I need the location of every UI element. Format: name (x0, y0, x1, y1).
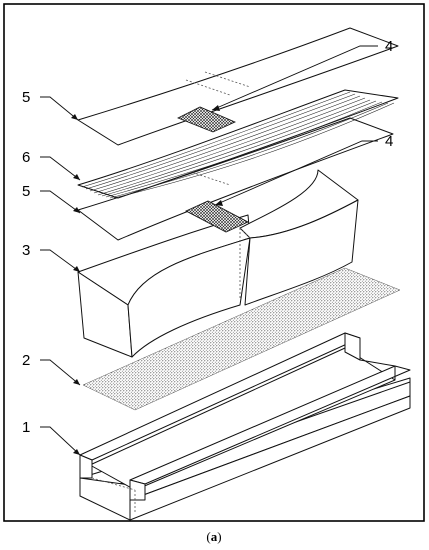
label-part-3: 3 (22, 242, 30, 259)
base-layer (82, 267, 401, 411)
label-part-1: 1 (22, 419, 30, 436)
block-left (77, 214, 251, 358)
mesh-patch-upper (177, 106, 236, 133)
label-part-5-upper: 5 (22, 89, 30, 106)
label-part-2: 2 (22, 352, 30, 369)
label-part-5-lower: 5 (22, 183, 30, 200)
label-part-4-lower: 4 (385, 133, 393, 150)
fiber-layer (77, 89, 399, 199)
mesh-patch-lower (185, 200, 249, 233)
channel-base (79, 332, 411, 521)
figure-caption: (a) (206, 529, 221, 544)
figure-frame (3, 3, 425, 522)
label-part-6: 6 (22, 149, 30, 166)
leader-lines (40, 45, 378, 456)
label-part-4-upper: 4 (385, 38, 393, 55)
block-right (239, 169, 359, 306)
